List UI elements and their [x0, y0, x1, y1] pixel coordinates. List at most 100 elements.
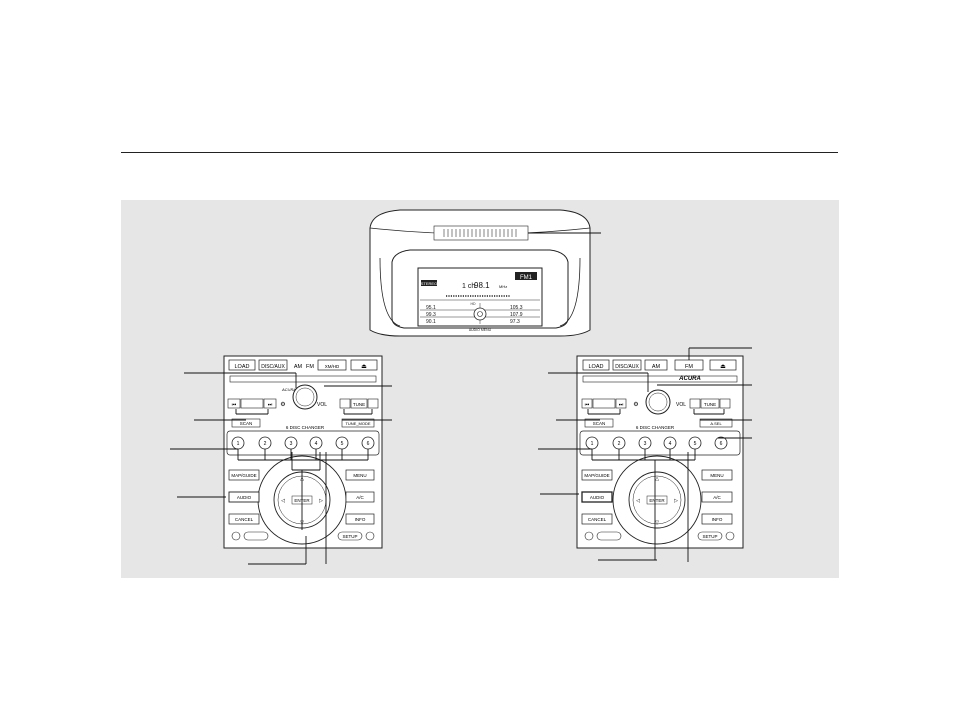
preset-button-6[interactable]: [714, 436, 728, 450]
ac-label: A/C: [713, 495, 721, 500]
cancel-label: CANCEL: [235, 517, 254, 522]
audio-label: AUDIO: [590, 495, 605, 500]
preset-6-label: 6: [367, 441, 370, 447]
cancel-button[interactable]: [228, 513, 260, 525]
brand-logo: ACURA: [678, 376, 701, 382]
skip-forward-button[interactable]: [263, 398, 277, 409]
preset-4-label: 4: [669, 441, 672, 447]
preset-buttons: 1 2 3 4 5 6: [585, 436, 728, 450]
tune-button[interactable]: [700, 398, 720, 409]
volume-knob[interactable]: [292, 384, 318, 410]
map-guide-button[interactable]: [228, 469, 260, 481]
xm-hd-label: XM/HD: [325, 364, 340, 369]
vol-label: VOL: [676, 402, 686, 408]
preset-4-label: 4: [315, 441, 318, 447]
hd-label: HD: [470, 302, 476, 306]
xm-hd-button[interactable]: [317, 359, 347, 371]
menu-button[interactable]: [345, 469, 375, 481]
skip-back-icon: ⏮: [585, 402, 590, 408]
preset-left-1: 95.1: [426, 305, 436, 311]
audio-button[interactable]: [228, 491, 260, 503]
setup-button[interactable]: [337, 531, 363, 541]
ac-button[interactable]: [701, 491, 733, 503]
preset-2-label: 2: [264, 441, 267, 447]
tune-down-button[interactable]: [339, 398, 351, 409]
am-label: AM: [294, 364, 303, 370]
eject-icon: ⏏: [720, 364, 726, 370]
am-label: AM: [652, 364, 661, 370]
unit-text: MHz: [499, 284, 507, 289]
fm-label: FM: [306, 364, 314, 370]
skip-back-button[interactable]: [581, 398, 593, 409]
scan-button[interactable]: [584, 418, 614, 428]
skip-forward-button[interactable]: [615, 398, 627, 409]
preset-bar: [226, 430, 380, 456]
preset-right-1: 105.3: [510, 305, 523, 311]
tune-button[interactable]: [350, 398, 368, 409]
preset-buttons: 1 2 3 4 5 6: [231, 436, 375, 450]
preset-left-2: 99.3: [426, 312, 436, 318]
eject-button[interactable]: [709, 359, 737, 371]
enter-label: ENTER: [649, 498, 665, 503]
info-label: INFO: [355, 517, 366, 522]
zoom-in-button[interactable]: [365, 531, 375, 541]
cancel-button[interactable]: [581, 513, 613, 525]
setup-label: SETUP: [702, 534, 717, 539]
preset-5-label: 5: [341, 441, 344, 447]
scan-button[interactable]: [231, 418, 261, 428]
disc-aux-button[interactable]: [612, 359, 642, 371]
preset-left-3: 90.1: [426, 319, 436, 325]
preset-5-label: 5: [694, 441, 697, 447]
dial-right-icon: ▷: [674, 498, 678, 504]
info-button[interactable]: [345, 513, 375, 525]
dial-down-icon: ▽: [655, 520, 659, 526]
disc-aux-label: DISC/AUX: [615, 364, 639, 370]
disc-aux-button[interactable]: [258, 359, 288, 371]
load-button[interactable]: [228, 359, 256, 371]
load-button[interactable]: [582, 359, 610, 371]
info-button[interactable]: [701, 513, 733, 525]
eject-button[interactable]: [350, 359, 378, 371]
zoom-out-button[interactable]: [231, 531, 241, 541]
skip-back-icon: ⏮: [232, 402, 237, 408]
navigation-display: STEREO FM1 1 ch 98.1 MHz HD 95.1 99.3 90…: [369, 209, 601, 337]
menu-label: MENU: [710, 473, 723, 478]
map-guide-button[interactable]: [581, 469, 613, 481]
preset-1-label: 1: [591, 441, 594, 447]
audio-menu-label: AUDIO MENU: [469, 328, 492, 332]
tune-up-button[interactable]: [719, 398, 731, 409]
tune-up-button[interactable]: [367, 398, 379, 409]
skip-back-button[interactable]: [227, 398, 241, 409]
am-button[interactable]: [644, 359, 668, 371]
talk-button[interactable]: [243, 531, 269, 541]
tune-mode-button[interactable]: [341, 418, 375, 428]
map-guide-label: MAP/GUIDE: [584, 473, 609, 478]
zoom-out-button[interactable]: [584, 531, 594, 541]
zoom-in-button[interactable]: [725, 531, 735, 541]
talk-button[interactable]: [596, 531, 622, 541]
band-text: FM1: [520, 275, 533, 281]
menu-button[interactable]: [701, 469, 733, 481]
enter-button[interactable]: [646, 495, 668, 505]
audio-button[interactable]: [581, 491, 613, 503]
tune-down-button[interactable]: [689, 398, 701, 409]
category-button[interactable]: [592, 398, 616, 409]
stereo-badge: [421, 280, 437, 286]
ac-button[interactable]: [345, 491, 375, 503]
setup-button[interactable]: [697, 531, 723, 541]
preset-2-label: 2: [618, 441, 621, 447]
channel-text: 1 ch: [462, 283, 475, 290]
category-button[interactable]: [240, 398, 264, 409]
dial-right-icon: ▷: [319, 498, 323, 504]
menu-label: MENU: [353, 473, 366, 478]
volume-knob[interactable]: [645, 389, 671, 415]
ac-label: A/C: [356, 495, 364, 500]
sound-icon: ⚙: [280, 401, 285, 408]
fm-label: FM: [685, 364, 693, 370]
changer-label: 6 DISC CHANGER: [636, 425, 675, 430]
preset-right-2: 107.9: [510, 312, 523, 318]
stereo-badge-text: STEREO: [421, 281, 437, 286]
a-sel-button[interactable]: [699, 418, 733, 428]
left-audio-unit: LOAD DISC/AUX AM FM XM/HD ⏏ ACURA ⏮ ⏭ ⚙ …: [223, 355, 383, 549]
